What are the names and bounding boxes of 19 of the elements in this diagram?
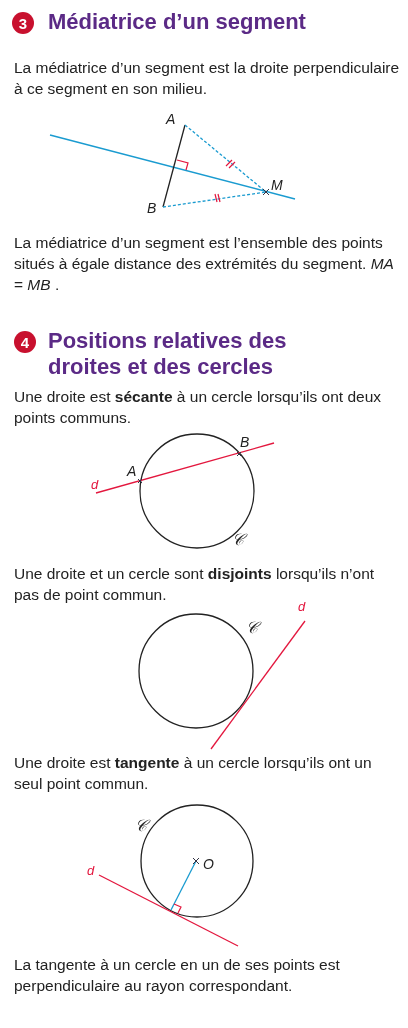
line-label: d xyxy=(91,478,99,491)
point-label: B xyxy=(147,201,157,215)
definition-text: La médiatrice d’un segment est la droite perpendiculaire à ce segment en son milieu. xyxy=(14,58,401,99)
point-label: A xyxy=(127,464,137,478)
point-label: O xyxy=(203,857,214,871)
section-number: 3 xyxy=(12,12,34,34)
definition-text: Une droite et un cercle sont disjoints lorsqu’ils n’ont pas de point commun. xyxy=(14,564,376,603)
point-label: A xyxy=(166,112,176,126)
line-label: d xyxy=(298,600,306,613)
section-number: 4 xyxy=(14,331,36,353)
section-heading: Positions relatives des droites et des cercles xyxy=(48,328,288,380)
definition-text: Une droite est tangente à un cercle lorsqu’ils ont un seul point commun. xyxy=(14,753,373,794)
point-label: M xyxy=(271,178,283,192)
line-label: d xyxy=(87,864,95,877)
definition-text: Une droite est sécante à un cercle lorsqu’ils ont deux points communs. xyxy=(14,387,383,428)
section-heading: Médiatrice d’un segment xyxy=(48,9,307,35)
definition-text: La médiatrice d’un segment est l’ensemble des points situés à égale distance des extrémités du segment. MA = MB . xyxy=(14,233,395,295)
definition-text: La tangente à un cercle en un de ses points est perpendiculaire au rayon correspondant. xyxy=(14,955,341,996)
point-label: B xyxy=(240,435,250,449)
